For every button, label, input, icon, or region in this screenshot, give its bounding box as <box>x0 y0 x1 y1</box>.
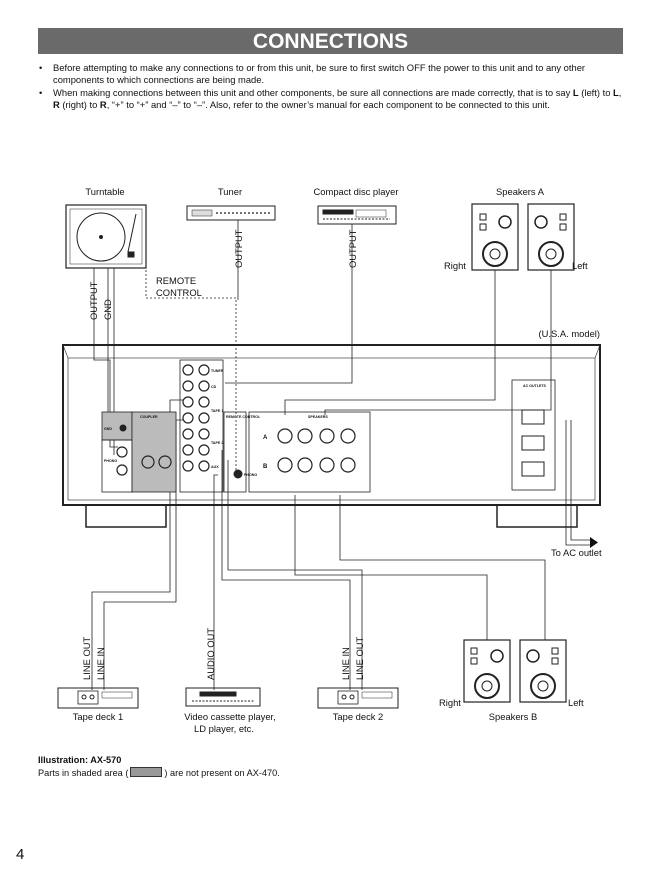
page-number: 4 <box>16 846 25 863</box>
tuner-illustration <box>186 205 276 221</box>
label-cd-output: OUTPUT <box>347 229 358 268</box>
wire-tape1-out <box>91 399 183 690</box>
svg-text:TUNER: TUNER <box>211 369 224 373</box>
tape-deck-1-illustration <box>57 687 139 709</box>
label-remote: REMOTE <box>156 275 196 286</box>
label-left-b: Left <box>568 697 584 708</box>
label-cd-player: Compact disc player <box>314 186 399 197</box>
wire-speaker-left <box>324 270 552 415</box>
svg-text:AUX: AUX <box>211 465 219 469</box>
svg-text:A: A <box>263 435 268 441</box>
label-speakers-b: Speakers B <box>489 711 537 722</box>
label-control: CONTROL <box>156 287 202 298</box>
illustration-note: Illustration: AX-570 Parts in shaded are… <box>38 755 280 778</box>
label-tape2-line-out: LINE OUT <box>354 636 365 680</box>
svg-text:COUPLER: COUPLER <box>140 415 158 419</box>
label-ld-player: LD player, etc. <box>194 723 254 734</box>
wire-speakerb-right <box>294 495 488 640</box>
label-tape-deck-2: Tape deck 2 <box>333 711 384 722</box>
wire-remote <box>145 258 237 380</box>
notes-list: Before attempting to make any connection… <box>38 62 628 112</box>
label-vcr: Video cassette player, <box>184 711 276 722</box>
label-usa-model: (U.S.A. model) <box>539 328 600 339</box>
wire-turntable-output <box>93 268 118 448</box>
label-gnd: GND <box>102 299 113 320</box>
page-title: CONNECTIONS <box>38 28 623 54</box>
label-tape1-line-in: LINE IN <box>95 647 106 680</box>
note-power-off: Before attempting to make any connection… <box>38 62 628 87</box>
receiver-rear-panel <box>62 344 601 528</box>
label-tape1-line-out: LINE OUT <box>81 636 92 680</box>
svg-text:PHONO: PHONO <box>244 473 257 477</box>
label-tuner-output: OUTPUT <box>233 229 244 268</box>
svg-text:TAPE 2: TAPE 2 <box>211 441 223 445</box>
label-tuner: Tuner <box>218 186 242 197</box>
label-turntable: Turntable <box>85 186 124 197</box>
wire-vcr <box>213 474 218 690</box>
arrow-icon <box>590 537 598 548</box>
power-cord <box>565 420 590 546</box>
label-left: Left <box>572 260 588 271</box>
speakers-a-illustration <box>471 203 575 271</box>
note-correct-connections: When making connections between this uni… <box>38 87 628 112</box>
svg-text:CD: CD <box>211 385 217 389</box>
panel-labels: GND PHONO COUPLER TUNER CD TAPE 1 TAPE 2… <box>104 369 547 477</box>
svg-text:REMOTE CONTROL: REMOTE CONTROL <box>226 415 261 419</box>
svg-text:AC OUTLETS: AC OUTLETS <box>523 384 547 388</box>
label-ac-outlet: To AC outlet <box>551 547 602 558</box>
svg-text:GND: GND <box>104 427 112 431</box>
illustration-model: Illustration: AX-570 <box>38 755 122 765</box>
wire-speakerb-left <box>339 495 546 640</box>
svg-text:PHONO: PHONO <box>104 459 117 463</box>
label-right: Right <box>444 260 466 271</box>
wire-tape2-in <box>221 450 351 690</box>
label-right-b: Right <box>439 697 461 708</box>
shaded-swatch <box>130 766 163 777</box>
turntable-illustration <box>65 204 147 269</box>
label-audio-out: AUDIO OUT <box>205 628 216 680</box>
svg-text:B: B <box>263 464 268 470</box>
speakers-b-illustration <box>463 639 567 703</box>
wire-speaker-right <box>284 270 496 415</box>
label-speakers-a: Speakers A <box>496 186 545 197</box>
tape-deck-2-illustration <box>317 687 399 709</box>
label-tape2-line-in: LINE IN <box>340 647 351 680</box>
svg-text:SPEAKERS: SPEAKERS <box>308 415 328 419</box>
wire-cd <box>225 224 353 384</box>
vcr-illustration <box>185 687 261 707</box>
cd-player-illustration <box>317 205 397 225</box>
svg-text:TAPE 1: TAPE 1 <box>211 409 223 413</box>
label-tape-deck-1: Tape deck 1 <box>73 711 124 722</box>
label-turntable-output: OUTPUT <box>88 281 99 320</box>
